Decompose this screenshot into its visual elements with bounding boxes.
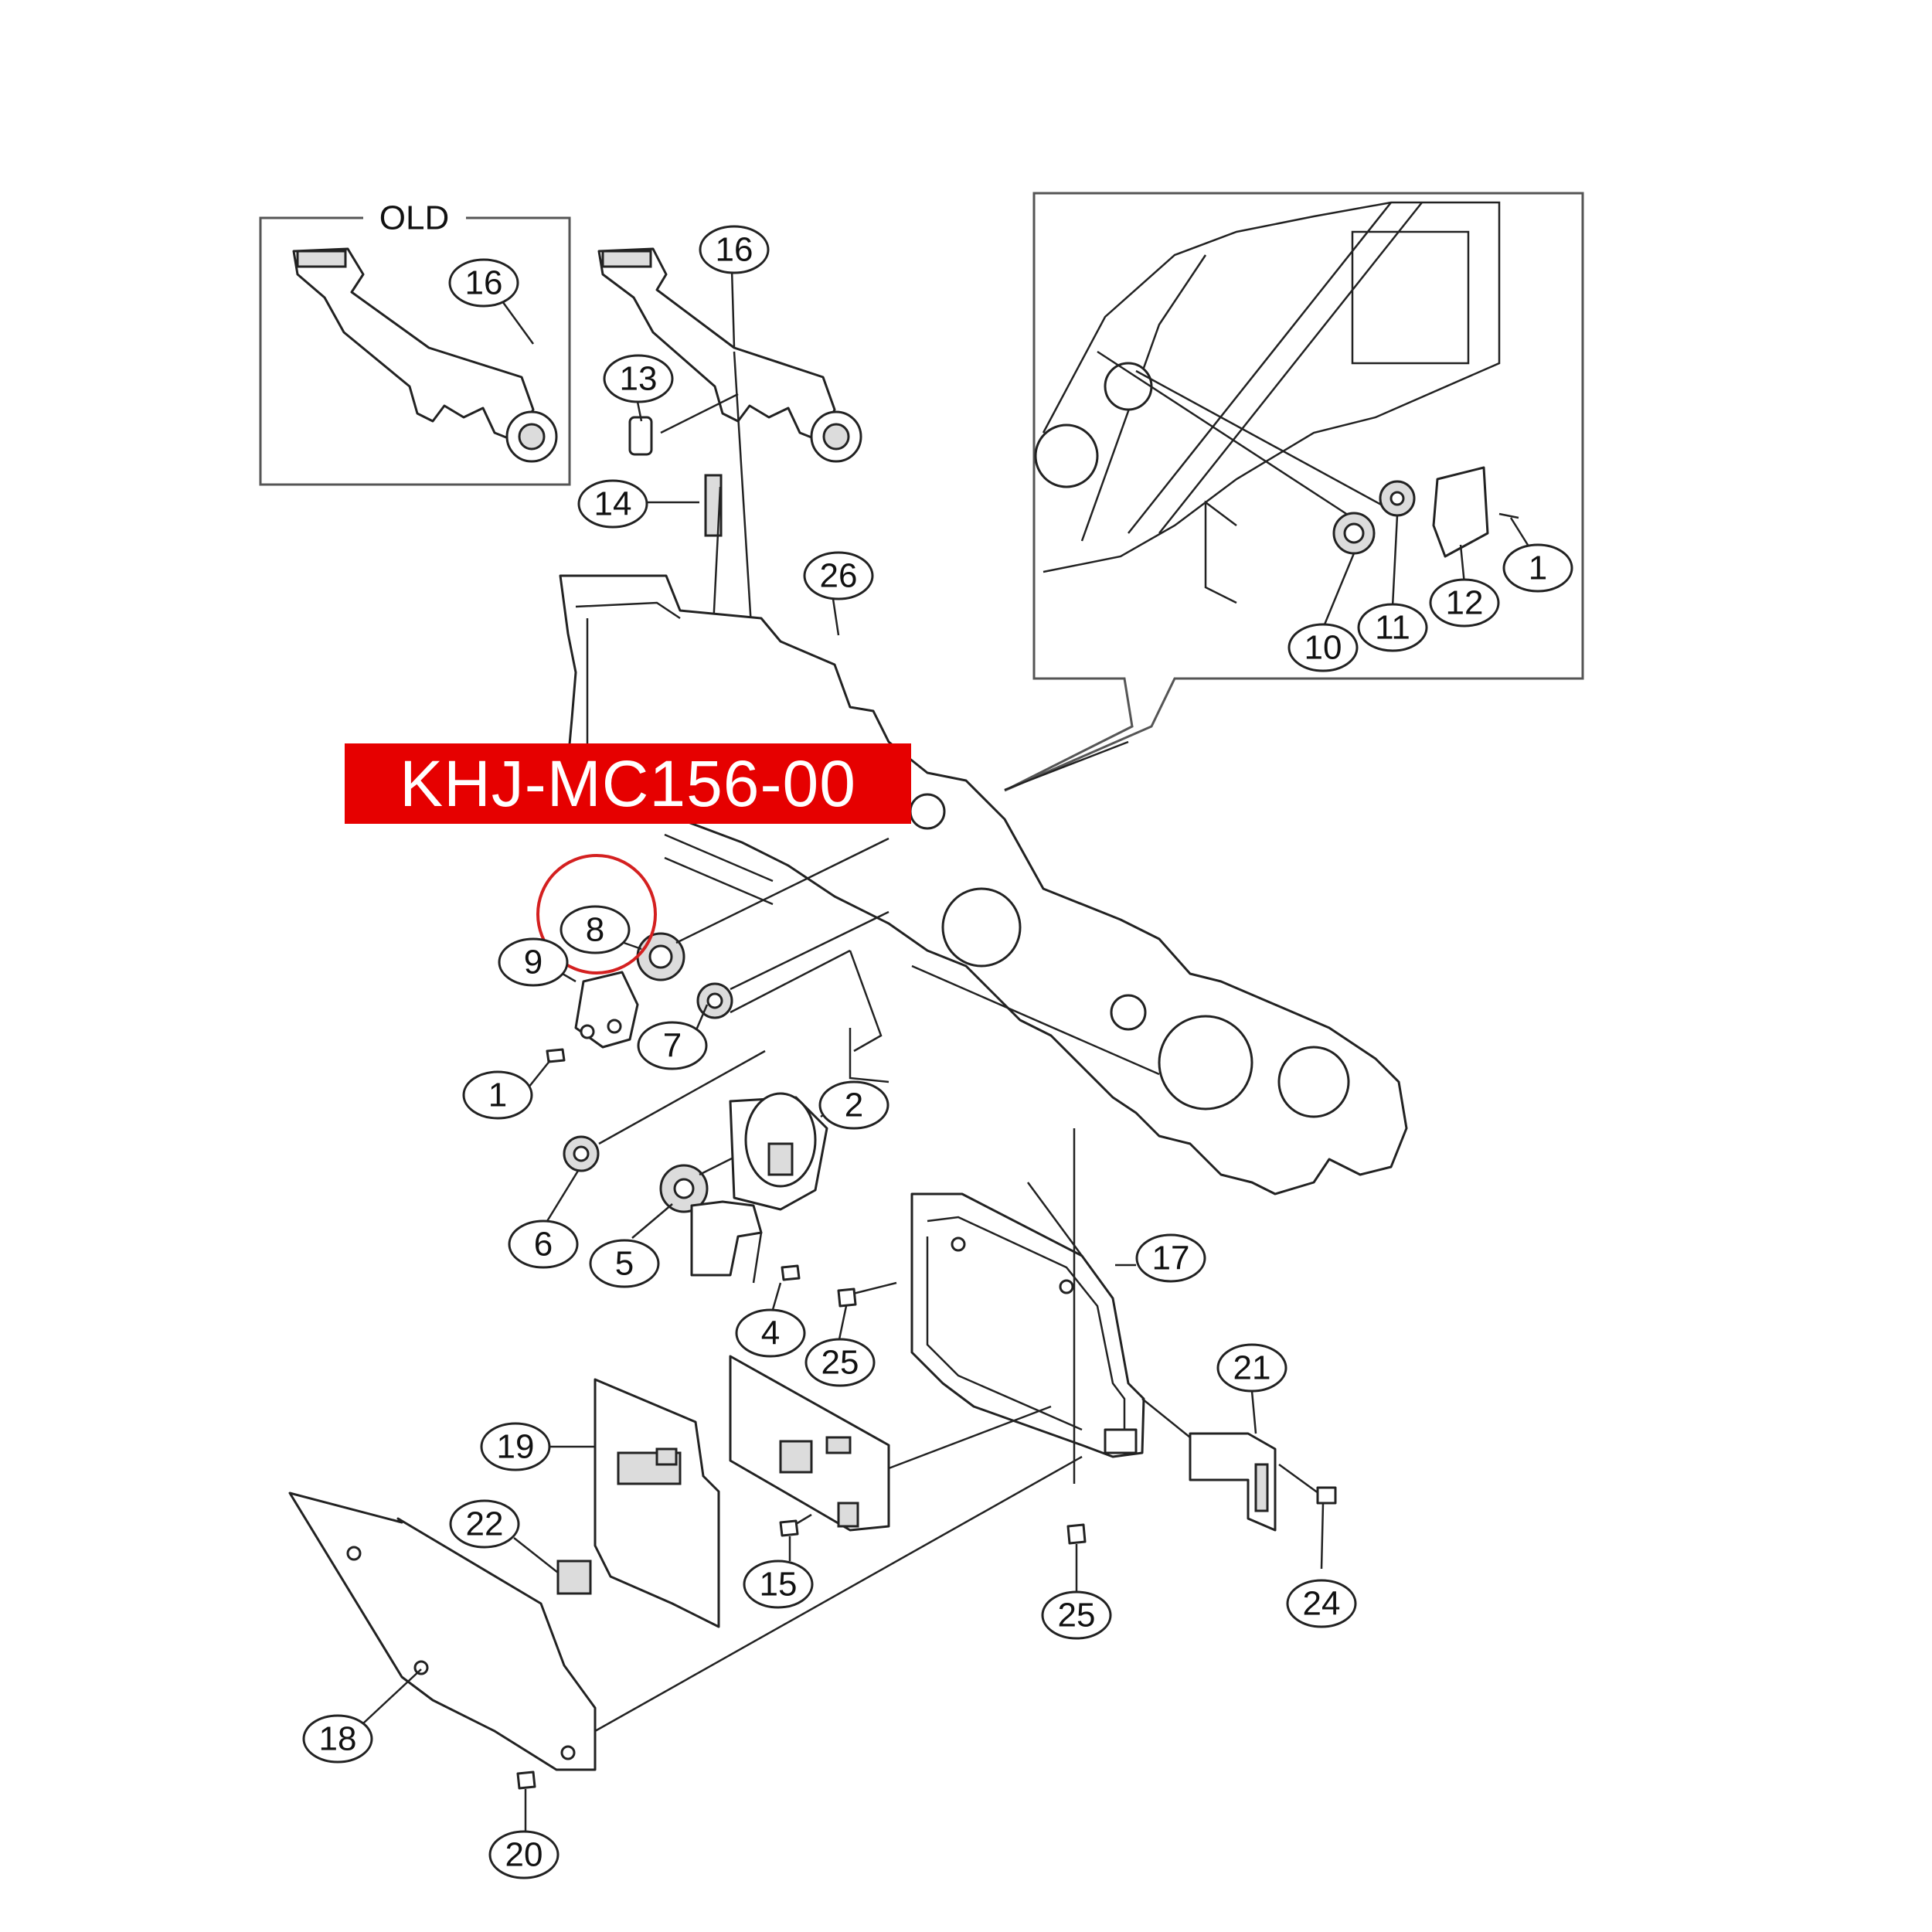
callout-24[interactable]: 24 (1286, 1579, 1357, 1628)
svg-text:10: 10 (1304, 629, 1342, 667)
callout-9[interactable]: 9 (498, 937, 569, 987)
callout-7[interactable]: 7 (637, 1021, 708, 1070)
pcb-part (729, 1355, 1052, 1537)
svg-text:11: 11 (1375, 609, 1410, 647)
svg-text:19: 19 (497, 1428, 535, 1466)
callout-10[interactable]: 10 (1287, 623, 1359, 672)
cover-part (594, 1378, 720, 1628)
part-number-text: KHJ-MC156-00 (400, 747, 856, 820)
callout-19[interactable]: 19 (480, 1422, 551, 1471)
svg-text:25: 25 (821, 1344, 859, 1382)
connector-part (1141, 1398, 1337, 1532)
callout-1[interactable]: 1 (462, 1070, 533, 1120)
old-lever-part (292, 247, 558, 463)
detail-inset (1004, 192, 1584, 792)
callout-16[interactable]: 16 (699, 225, 770, 274)
svg-text:13: 13 (620, 360, 658, 398)
detail-leader (1004, 740, 1129, 791)
svg-text:16: 16 (465, 264, 503, 302)
old-version-inset: OLD (259, 199, 571, 486)
callout-11[interactable]: 11 (1357, 603, 1428, 652)
svg-text:8: 8 (586, 911, 604, 949)
callout-13[interactable]: 13 (603, 354, 674, 403)
callouts: 16 16 13 14 26 1 12 11 10 8 9 7 1 2 6 5 … (302, 225, 1573, 1879)
board-mount-part (837, 1128, 1145, 1545)
callout-6[interactable]: 6 (508, 1219, 579, 1269)
svg-text:18: 18 (319, 1720, 357, 1758)
svg-text:9: 9 (524, 944, 543, 981)
callout-5[interactable]: 5 (589, 1239, 660, 1288)
svg-text:25: 25 (1058, 1597, 1096, 1634)
svg-text:1: 1 (1529, 549, 1547, 587)
svg-text:24: 24 (1303, 1585, 1341, 1623)
callout-22[interactable]: 22 (449, 1499, 520, 1549)
svg-text:14: 14 (594, 485, 632, 523)
callout-16-old[interactable]: 16 (448, 258, 519, 308)
old-label: OLD (379, 199, 449, 237)
callout-18[interactable]: 18 (302, 1714, 373, 1764)
svg-text:15: 15 (760, 1566, 798, 1604)
callout-1-inset[interactable]: 1 (1502, 543, 1573, 593)
svg-text:4: 4 (761, 1315, 780, 1352)
svg-text:20: 20 (505, 1836, 543, 1874)
svg-text:6: 6 (534, 1226, 553, 1264)
svg-text:21: 21 (1233, 1349, 1271, 1387)
gear-parts (546, 837, 889, 1284)
part-number-banner: KHJ-MC156-00 (345, 743, 911, 824)
callout-12[interactable]: 12 (1429, 578, 1500, 628)
svg-text:17: 17 (1152, 1240, 1190, 1277)
side-panel-part (288, 1455, 1083, 1790)
svg-text:2: 2 (845, 1087, 863, 1124)
svg-text:26: 26 (820, 557, 858, 595)
callout-25-lower[interactable]: 25 (1041, 1590, 1112, 1640)
svg-text:5: 5 (615, 1245, 634, 1283)
callout-21[interactable]: 21 (1216, 1343, 1287, 1393)
highlight-ring (536, 854, 657, 975)
callout-2[interactable]: 2 (818, 1080, 889, 1130)
callout-8[interactable]: 8 (560, 905, 631, 954)
main-frame (559, 574, 1408, 1196)
callout-26[interactable]: 26 (803, 551, 874, 600)
callout-17[interactable]: 17 (1135, 1233, 1206, 1283)
svg-text:1: 1 (488, 1077, 507, 1114)
callout-4[interactable]: 4 (735, 1308, 806, 1358)
svg-text:12: 12 (1446, 584, 1484, 622)
svg-text:22: 22 (466, 1505, 504, 1543)
svg-text:7: 7 (663, 1027, 682, 1065)
callout-25-upper[interactable]: 25 (804, 1338, 876, 1387)
callout-20[interactable]: 20 (488, 1830, 560, 1879)
callout-14[interactable]: 14 (577, 479, 648, 529)
callout-15[interactable]: 15 (743, 1560, 814, 1609)
svg-text:16: 16 (716, 231, 753, 269)
